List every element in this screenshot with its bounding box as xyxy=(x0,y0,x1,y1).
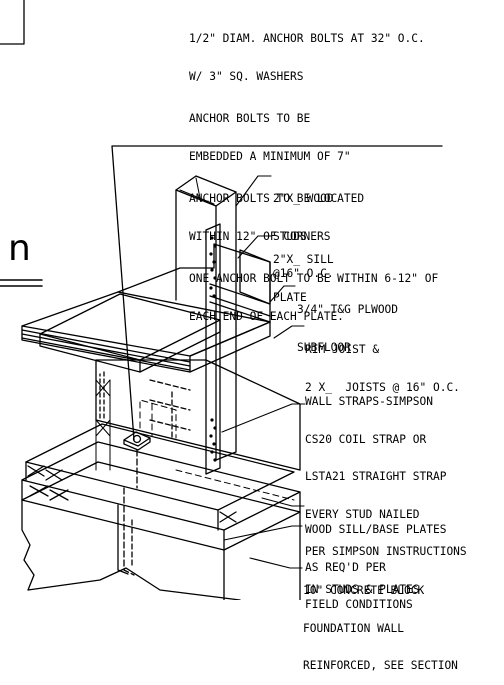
callout-line: CS20 COIL STRAP OR xyxy=(305,432,427,446)
callout-line: 10" CONCRETE BLOCK xyxy=(303,584,425,597)
callout-line: @16" O.C. xyxy=(273,267,334,280)
callout-line: 2"X_ WOOD xyxy=(273,192,334,205)
note-line: ANCHOR BOLTS TO BE LOCATED xyxy=(189,192,365,205)
foundation-callout: 10" CONCRETE BLOCK FOUNDATION WALL REINF… xyxy=(303,560,458,685)
rim-joist-callout: RIM JOIST & 2 X_ JOISTS @ 16" O.C. xyxy=(305,319,460,407)
anchor-note-leader xyxy=(111,145,443,441)
callout-line: FOUNDATION WALL xyxy=(303,621,405,635)
callout-line: WALL STRAPS-SIMPSON xyxy=(305,395,433,408)
subfloor-callout: 3/4" T&G PLWOOD SUBFLOOR xyxy=(297,279,398,367)
note-line: ONE ANCHOR BOLT TO BE WITHIN 6-12" OF xyxy=(189,272,439,285)
title-underline xyxy=(0,279,43,287)
note-line: WITHIN 12" OF CORNERS xyxy=(189,229,331,243)
callout-line: 2 X_ JOISTS @ 16" O.C. xyxy=(305,380,460,394)
note-line: W/ 3" SQ. WASHERS xyxy=(189,69,304,83)
edge-letter: n xyxy=(8,228,31,269)
anchor-bolt-notes: 1/2" DIAM. ANCHOR BOLTS AT 32" O.C. W/ 3… xyxy=(189,8,438,336)
base-plates xyxy=(21,423,301,551)
callout-line: STUDS xyxy=(273,229,307,243)
foundation-wall xyxy=(21,461,301,600)
callout-line: REINFORCED, SEE SECTION xyxy=(303,659,458,672)
note-line: EMBEDDED A MINIMUM OF 7" xyxy=(189,149,351,163)
callout-line: IN STUDS & PLATES xyxy=(305,582,420,596)
callout-line: LSTA21 STRAIGHT STRAP xyxy=(305,470,447,483)
callout-line: SUBFLOOR xyxy=(297,340,351,354)
callout-line: RIM JOIST & xyxy=(305,343,380,356)
leaders xyxy=(221,175,306,569)
callout-line: 2"X_ SILL xyxy=(273,253,334,266)
callout-line: EVERY STUD NAILED xyxy=(305,507,420,521)
rim-joist xyxy=(95,359,301,471)
callout-line: PER SIMPSON INSTRUCTIONS xyxy=(305,545,467,558)
sill-plate-callout: 2"X_ SILL PLATE xyxy=(273,229,334,317)
callout-line: PLATE xyxy=(273,290,307,304)
note-line: ANCHOR BOLTS TO BE xyxy=(189,112,311,125)
callout-line: AS REQ'D PER xyxy=(305,560,386,574)
note-line: EACH END OF EACH PLATE. xyxy=(189,309,344,323)
wood-stud xyxy=(95,175,237,471)
anchor-bolt xyxy=(123,431,151,576)
callout-line: 3/4" T&G PLWOOD xyxy=(297,303,399,316)
studs-callout: 2"X_ WOOD STUDS @16" O.C. xyxy=(273,168,334,293)
wall-strap xyxy=(205,223,221,475)
wall-straps-callout: WALL STRAPS-SIMPSON CS20 COIL STRAP OR L… xyxy=(305,371,467,609)
cropped-frame xyxy=(0,0,25,45)
note-line: 1/2" DIAM. ANCHOR BOLTS AT 32" O.C. xyxy=(189,32,425,45)
hidden-lines xyxy=(139,399,295,501)
callout-line: WOOD SILL/BASE PLATES xyxy=(305,523,447,536)
framing-detail-drawing xyxy=(0,0,443,600)
